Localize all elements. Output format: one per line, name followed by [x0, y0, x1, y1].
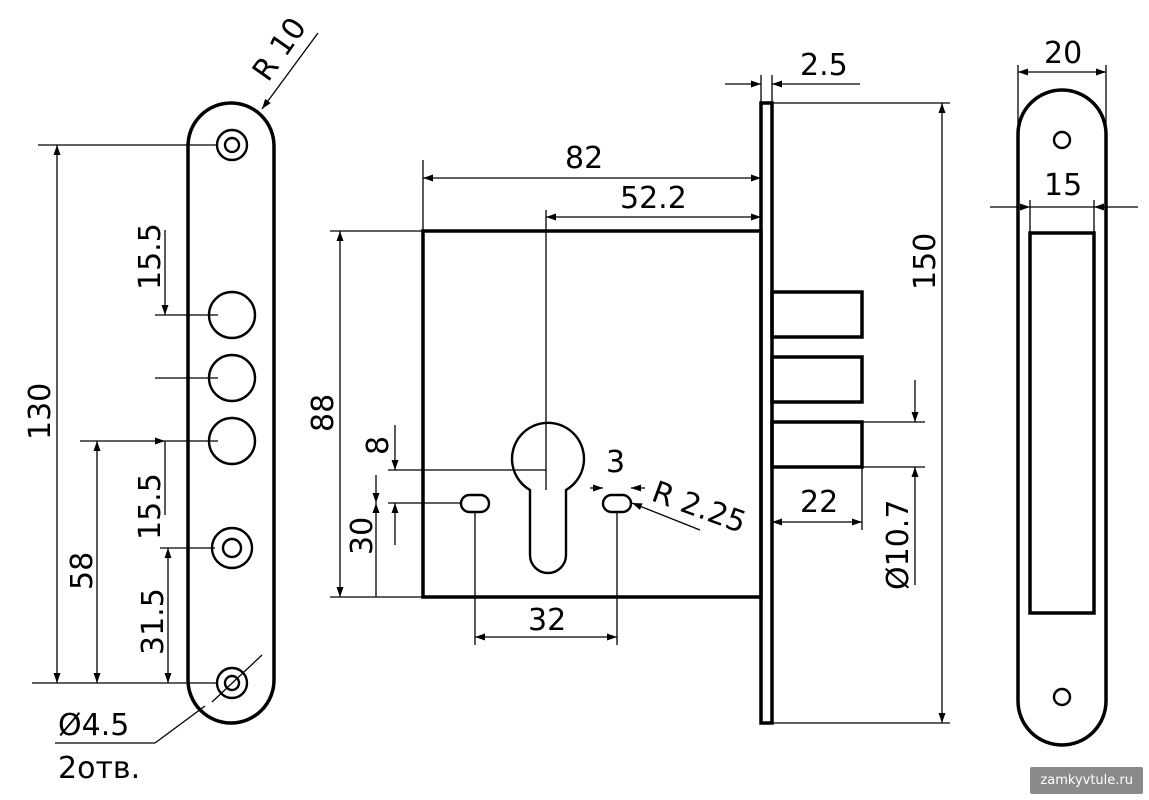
dim-130: 130	[23, 383, 58, 440]
dim-30: 30	[345, 517, 380, 555]
dim-15: 15	[1044, 168, 1082, 203]
cylinder-keyhole	[510, 421, 586, 575]
dim-20: 20	[1044, 36, 1082, 71]
front-plate	[759, 101, 774, 725]
dim-82: 82	[565, 141, 603, 176]
dim-58: 58	[65, 552, 100, 590]
dim-2-5: 2.5	[800, 48, 848, 83]
dim-31-5: 31.5	[136, 588, 171, 655]
dim-88: 88	[306, 394, 341, 432]
dim-d10-7: Ø10.7	[881, 500, 916, 590]
dim-r2-25: R 2.25	[647, 475, 750, 541]
dim-32: 32	[528, 603, 566, 638]
faceplate-view: R 10 130 15.5 15.5 58 31.5 Ø4.5 2отв.	[23, 11, 319, 786]
dim-r10: R 10	[246, 11, 314, 87]
dim-8: 8	[361, 436, 396, 455]
dim-15-5-lower: 15.5	[133, 473, 168, 540]
bolt	[770, 290, 864, 339]
strike-plate-outline	[1016, 88, 1108, 747]
dim-52-2: 52.2	[620, 181, 687, 216]
faceplate-outline	[186, 101, 276, 725]
dim-22: 22	[800, 485, 838, 520]
mounting-slot	[459, 493, 491, 514]
lock-case	[421, 229, 763, 599]
dim-3: 3	[606, 445, 625, 480]
strike-opening	[1028, 231, 1096, 615]
dim-15-5-upper: 15.5	[133, 223, 168, 290]
faceplate-top-screw-hole	[215, 128, 249, 162]
dim-150: 150	[908, 233, 943, 290]
bolt	[770, 355, 864, 404]
dim-holes-count: 2отв.	[58, 751, 140, 786]
lock-body-view: 2.5 82 52.2 88 8 30 3 R 2.25	[306, 48, 950, 725]
bolt	[770, 420, 864, 469]
dim-d4-5: Ø4.5	[58, 708, 129, 743]
strike-screw-hole	[1052, 130, 1072, 150]
strike-plate-view: 20 15	[990, 36, 1138, 747]
watermark: zamkyvtule.ru	[1030, 767, 1143, 794]
strike-screw-hole	[1052, 687, 1072, 707]
faceplate-cylinder-screw	[210, 526, 254, 570]
mounting-slot	[601, 493, 633, 514]
